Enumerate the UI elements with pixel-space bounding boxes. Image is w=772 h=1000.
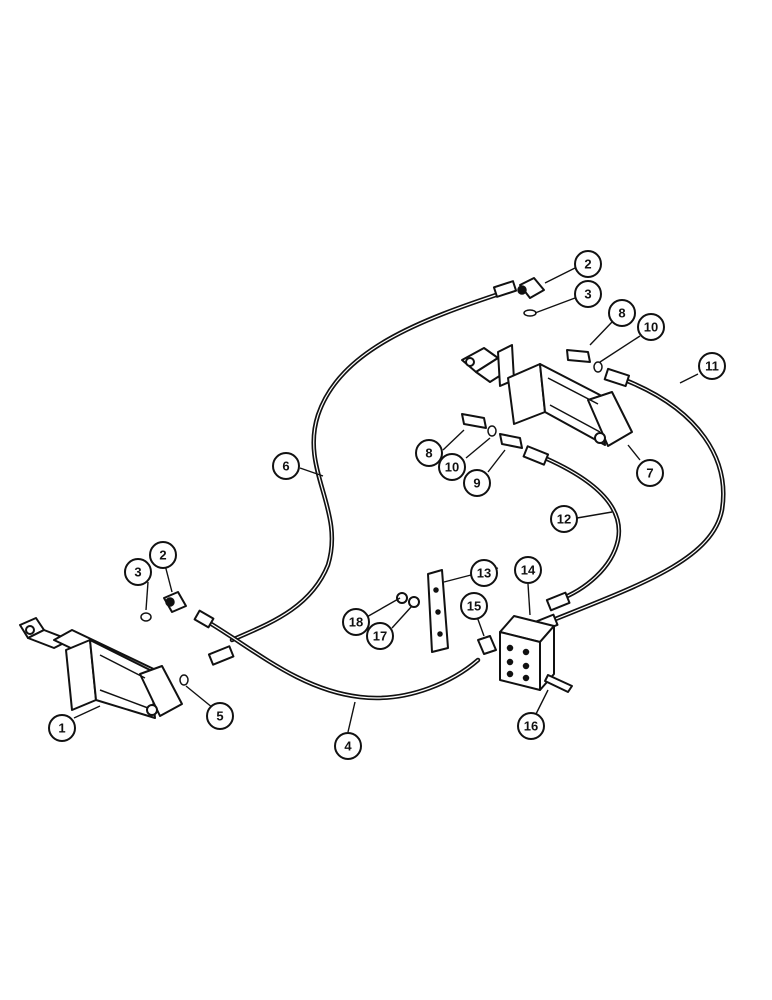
callout-3b-label: 3 bbox=[134, 565, 141, 580]
hydraulic-cylinder-7 bbox=[461, 344, 633, 447]
callout-2a: 2 bbox=[574, 250, 602, 278]
callout-3a-label: 3 bbox=[584, 287, 591, 302]
fitting-15 bbox=[477, 635, 497, 655]
callout-3b: 3 bbox=[124, 558, 152, 586]
o-ring-10-lower bbox=[487, 425, 497, 437]
callout-11-label: 11 bbox=[705, 359, 719, 374]
callout-1-label: 1 bbox=[58, 721, 65, 736]
callout-16: 16 bbox=[517, 712, 545, 740]
valve-block-14 bbox=[499, 615, 555, 691]
callout-13-label: 13 bbox=[477, 566, 491, 581]
callout-8b-label: 8 bbox=[425, 446, 432, 461]
o-ring-10-upper bbox=[593, 361, 603, 373]
callout-13: 13 bbox=[470, 559, 498, 587]
hydraulic-cylinder-1 bbox=[19, 617, 183, 719]
callout-2b: 2 bbox=[149, 541, 177, 569]
callout-16-label: 16 bbox=[524, 719, 538, 734]
washer-18 bbox=[396, 592, 408, 604]
callout-10b: 10 bbox=[438, 453, 466, 481]
callout-9-label: 9 bbox=[473, 476, 480, 491]
callout-5: 5 bbox=[206, 702, 234, 730]
bolt-16 bbox=[544, 674, 573, 693]
callout-17-label: 17 bbox=[373, 629, 387, 644]
callout-1: 1 bbox=[48, 714, 76, 742]
callout-14: 14 bbox=[514, 556, 542, 584]
hose-12 bbox=[522, 445, 622, 612]
o-ring-3-lower bbox=[140, 612, 152, 622]
callout-3a: 3 bbox=[574, 280, 602, 308]
callout-12: 12 bbox=[550, 505, 578, 533]
callout-15-label: 15 bbox=[467, 599, 481, 614]
callout-10a: 10 bbox=[637, 313, 665, 341]
callout-8a-label: 8 bbox=[618, 306, 625, 321]
callout-9: 9 bbox=[463, 469, 491, 497]
callout-14-label: 14 bbox=[521, 563, 536, 578]
fitting-8-upper bbox=[566, 349, 591, 363]
o-ring-3-upper bbox=[523, 309, 537, 317]
callout-5-label: 5 bbox=[216, 709, 223, 724]
o-ring-5 bbox=[179, 674, 189, 686]
callout-6: 6 bbox=[272, 452, 300, 480]
callout-8a: 8 bbox=[608, 299, 636, 327]
callout-2b-label: 2 bbox=[159, 548, 166, 563]
callout-15: 15 bbox=[460, 592, 488, 620]
callout-18-label: 18 bbox=[349, 615, 363, 630]
fitting-8-lower bbox=[461, 413, 487, 429]
callout-11: 11 bbox=[698, 352, 726, 380]
callout-10b-label: 10 bbox=[445, 460, 459, 475]
callout-4-label: 4 bbox=[344, 739, 352, 754]
callout-4: 4 bbox=[334, 732, 362, 760]
hose-6 bbox=[207, 280, 518, 666]
callout-18: 18 bbox=[342, 608, 370, 636]
nut-17 bbox=[408, 596, 420, 608]
elbow-fitting-2-lower bbox=[163, 591, 187, 613]
callout-2a-label: 2 bbox=[584, 257, 591, 272]
callout-7: 7 bbox=[636, 459, 664, 487]
callout-6-label: 6 bbox=[282, 459, 289, 474]
callout-17: 17 bbox=[366, 622, 394, 650]
elbow-fitting-2-upper bbox=[517, 277, 545, 299]
plate-13 bbox=[427, 569, 449, 653]
fitting-9 bbox=[499, 433, 523, 449]
callout-8b: 8 bbox=[415, 439, 443, 467]
callout-12-label: 12 bbox=[557, 512, 571, 527]
hose-4 bbox=[193, 609, 481, 701]
callout-7-label: 7 bbox=[646, 466, 653, 481]
callout-10a-label: 10 bbox=[644, 320, 658, 335]
